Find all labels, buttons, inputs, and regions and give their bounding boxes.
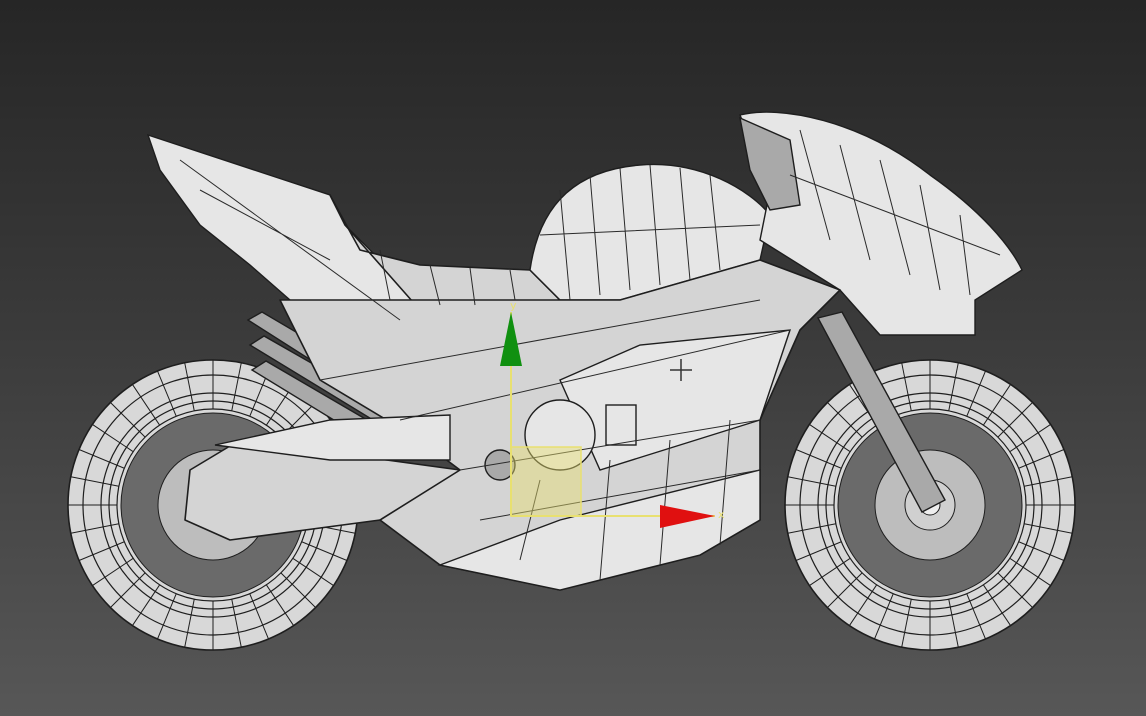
tire-edge xyxy=(809,424,851,453)
tire-edge xyxy=(292,557,334,586)
engine-cover xyxy=(524,399,596,471)
tire-edge xyxy=(901,362,912,411)
y-axis-label: y xyxy=(510,299,517,312)
tire-edge xyxy=(249,593,269,640)
tire-edge xyxy=(982,584,1011,626)
tire-edge xyxy=(157,370,177,417)
tire-edge xyxy=(966,593,986,640)
motorcycle-body[interactable] xyxy=(146,111,1023,591)
tire-edge xyxy=(132,384,161,426)
tire-edge xyxy=(70,523,119,534)
tire-edge xyxy=(301,541,348,561)
windscreen xyxy=(739,116,801,211)
xy-plane-handle[interactable] xyxy=(510,446,582,517)
tire-edge xyxy=(1018,541,1065,561)
x-axis-arrow[interactable] xyxy=(660,505,715,528)
tire-edge xyxy=(92,557,134,586)
tire-edge xyxy=(795,449,842,469)
tire-edge xyxy=(966,370,986,417)
tire-edge xyxy=(997,572,1033,608)
mesh-edges xyxy=(179,129,1001,581)
tire-edge xyxy=(231,599,242,648)
tire-edge xyxy=(280,572,316,608)
tire-edge xyxy=(1024,476,1073,487)
engine-cover-small xyxy=(484,449,516,481)
tire-edge xyxy=(78,541,125,561)
tire-edge xyxy=(78,449,125,469)
tire-edge xyxy=(157,593,177,640)
tire-edge xyxy=(948,362,959,411)
tire-edge xyxy=(997,402,1033,438)
tire-edge xyxy=(901,599,912,648)
tire-edge xyxy=(1024,523,1073,534)
tire-edge xyxy=(1018,449,1065,469)
tire-edge xyxy=(265,584,294,626)
tire-edge xyxy=(795,541,842,561)
front-fork xyxy=(816,311,946,513)
tire-edge xyxy=(70,476,119,487)
tire-edge xyxy=(184,599,195,648)
tire-edge xyxy=(787,476,836,487)
tire-edge xyxy=(849,584,878,626)
tire-edge xyxy=(184,362,195,411)
tire-edge xyxy=(827,572,863,608)
tire-edge xyxy=(231,362,242,411)
tire-edge xyxy=(110,572,146,608)
pivot-crosshair-icon xyxy=(670,359,692,381)
tire-edge xyxy=(809,557,851,586)
tire-edge xyxy=(827,402,863,438)
tire-edge xyxy=(874,593,894,640)
engine-detail xyxy=(605,404,637,446)
transform-gizmo[interactable]: y x xyxy=(500,299,725,528)
tire-edge xyxy=(948,599,959,648)
tire-edge xyxy=(982,384,1011,426)
x-axis-label: x xyxy=(718,508,725,521)
tire-edge xyxy=(110,402,146,438)
y-axis-arrow[interactable] xyxy=(500,312,522,366)
tire-edge xyxy=(1009,424,1051,453)
tire-edge xyxy=(92,424,134,453)
tire-edge xyxy=(787,523,836,534)
tire-edge xyxy=(132,584,161,626)
lower-blade xyxy=(214,414,451,461)
tire-edge xyxy=(1009,557,1051,586)
